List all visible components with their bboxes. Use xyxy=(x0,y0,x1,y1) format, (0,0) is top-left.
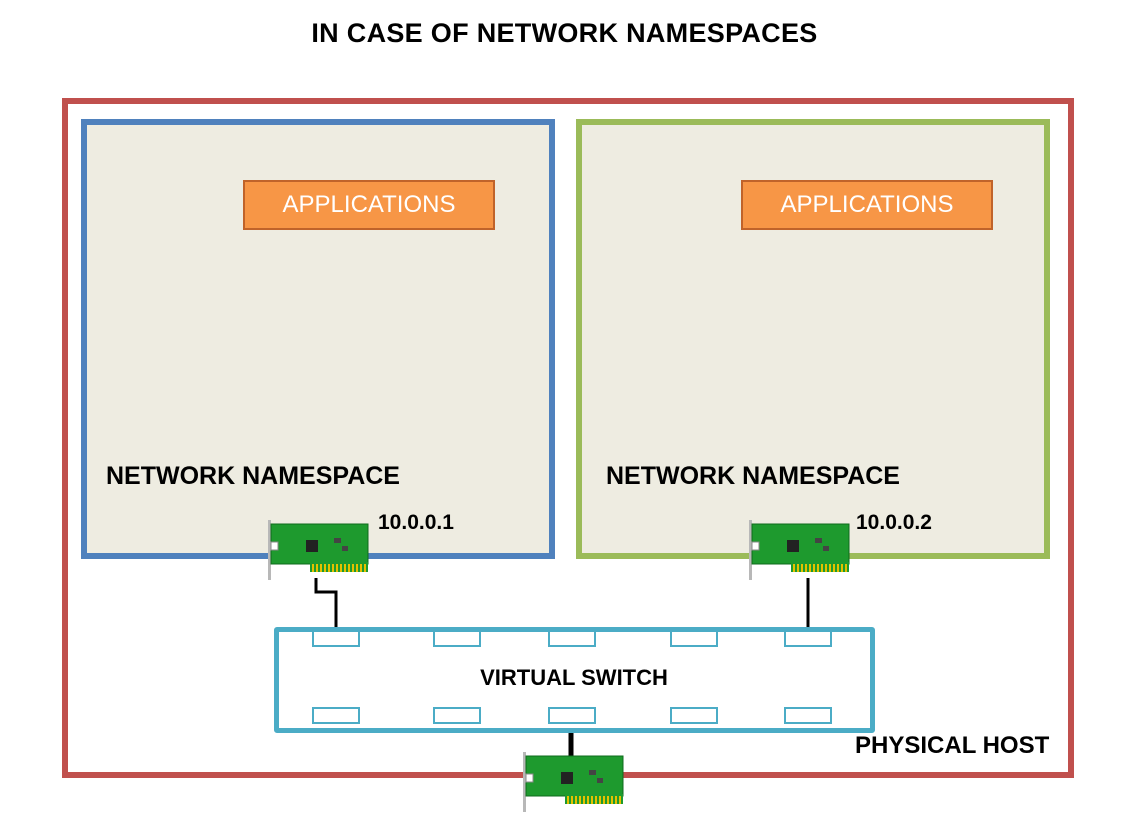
virtual-switch-label: VIRTUAL SWITCH xyxy=(480,665,668,690)
switch-port xyxy=(784,630,832,647)
ip-address-2: 10.0.0.2 xyxy=(856,511,932,534)
switch-port xyxy=(312,707,360,724)
physical-host-label: PHYSICAL HOST xyxy=(855,732,1050,759)
switch-port xyxy=(433,630,481,647)
network-card-icon xyxy=(749,520,850,580)
namespace-label-1: NETWORK NAMESPACE xyxy=(106,462,400,490)
switch-port xyxy=(784,707,832,724)
applications-box-2: APPLICATIONS xyxy=(741,180,993,230)
network-card-icon xyxy=(523,752,624,812)
ip-address-1: 10.0.0.1 xyxy=(378,511,454,534)
network-card-icon xyxy=(268,520,369,580)
diagram-title: IN CASE OF NETWORK NAMESPACES xyxy=(311,18,818,48)
switch-port xyxy=(670,630,718,647)
namespace-label-2: NETWORK NAMESPACE xyxy=(606,462,900,490)
switch-port xyxy=(548,707,596,724)
applications-box-1: APPLICATIONS xyxy=(243,180,495,230)
switch-port xyxy=(312,630,360,647)
switch-port xyxy=(670,707,718,724)
switch-port xyxy=(548,630,596,647)
switch-port xyxy=(433,707,481,724)
